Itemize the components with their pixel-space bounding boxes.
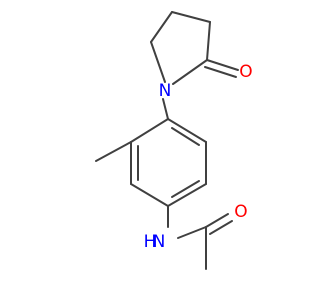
atom-o-ketone: O bbox=[239, 62, 252, 82]
pyrrolidinone-ring bbox=[150, 11, 239, 85]
bond-ring-c2-n bbox=[172, 59, 208, 85]
bond-amide-co-a bbox=[205, 213, 229, 228]
bond-ring-c3-c2 bbox=[206, 21, 211, 61]
bond-amide-co-b bbox=[209, 220, 233, 235]
bond-nh-to-carbonyl bbox=[177, 226, 207, 239]
bond-ring-n-c5 bbox=[150, 41, 166, 83]
bond-ar-inner-2 bbox=[171, 180, 200, 198]
molecule-structure: N O N H O bbox=[95, 11, 253, 270]
bond-ketone-co-a bbox=[206, 59, 239, 71]
bond-ar-c4-c5 bbox=[130, 183, 169, 207]
bond-ring-c4-c3 bbox=[171, 11, 211, 23]
bond-ar-c1-c2 bbox=[167, 118, 207, 143]
bond-methyl bbox=[95, 141, 132, 162]
bond-ar-inner-1 bbox=[171, 127, 200, 146]
atom-h-amide: H bbox=[144, 232, 157, 252]
atom-n-amide: N bbox=[153, 232, 166, 252]
bond-ketone-co-b bbox=[204, 66, 237, 78]
atom-n-ring: N bbox=[159, 81, 172, 101]
bond-ar-c6-c1 bbox=[130, 118, 169, 143]
bond-n-ring-to-benzene bbox=[162, 98, 169, 120]
atom-o-amide: O bbox=[234, 202, 247, 222]
bond-ring-c5-c4 bbox=[150, 11, 173, 43]
benzene-ring bbox=[130, 98, 207, 207]
bond-ar-c3-c4 bbox=[167, 183, 207, 207]
acetamide-group bbox=[167, 205, 233, 270]
